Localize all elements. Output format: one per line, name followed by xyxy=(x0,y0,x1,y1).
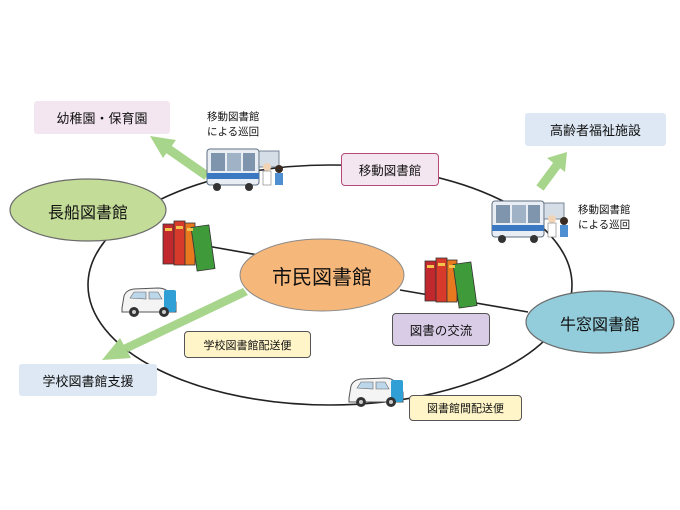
mobile-library-label: 移動図書館 xyxy=(341,153,439,186)
mobile-tour-caption-right-line1: 移動図書館 xyxy=(578,204,631,216)
center-node-shape xyxy=(239,238,405,312)
arrow-to-elderly xyxy=(536,152,567,191)
school-support-box: 学校図書館支援 xyxy=(19,364,157,396)
book-exchange-label: 図書の交流 xyxy=(392,313,490,346)
delivery-car-bottom-icon xyxy=(348,377,404,407)
nagafune-library-label: 長船図書館 xyxy=(47,203,128,222)
mobile-tour-caption-left-line2: による巡回 xyxy=(207,126,260,138)
network-ellipse xyxy=(87,164,573,406)
inter-library-delivery-label: 図書館間配送便 xyxy=(409,395,522,421)
arrow-to-kindergarten xyxy=(150,136,210,180)
mobile-tour-caption-right-line2: による巡回 xyxy=(578,219,631,231)
mobile-tour-caption-left: 移動図書館 による巡回 xyxy=(207,110,260,140)
ushimado-library-label: 牛窓図書館 xyxy=(559,315,640,334)
book-stack-left-icon xyxy=(162,220,216,272)
book-stack-right-icon xyxy=(424,257,478,309)
mobile-library-bus-right-icon xyxy=(491,200,568,243)
ushimado-node-shape xyxy=(525,290,675,354)
kindergarten-box: 幼稚園・保育園 xyxy=(34,101,170,134)
delivery-car-left-icon xyxy=(121,287,177,317)
mobile-tour-caption-left-line1: 移動図書館 xyxy=(207,111,260,123)
arrow-to-school-support xyxy=(102,288,248,360)
school-delivery-label: 学校図書館配送便 xyxy=(184,331,311,358)
elderly-facility-box: 高齢者福祉施設 xyxy=(525,113,666,146)
mobile-tour-caption-right: 移動図書館 による巡回 xyxy=(578,203,631,233)
mobile-library-bus-left-icon xyxy=(206,148,283,191)
nagafune-node-shape xyxy=(9,178,167,242)
center-library-label: 市民図書館 xyxy=(272,264,372,289)
